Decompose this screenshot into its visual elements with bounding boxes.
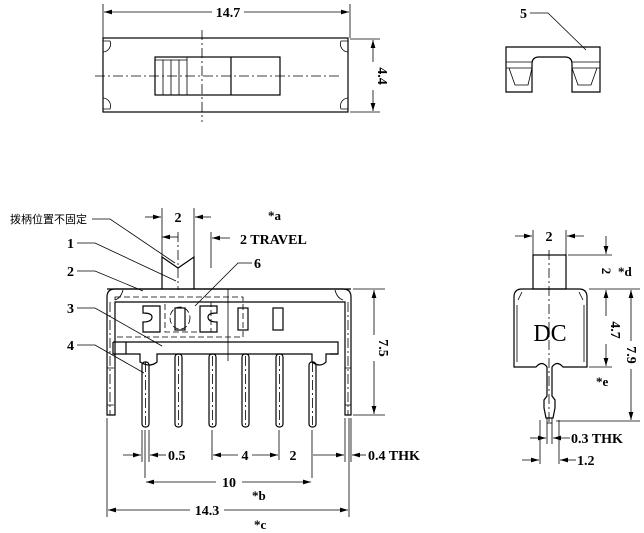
- travel-dim: 2 TRAVEL: [240, 233, 307, 248]
- side-actuator-width-dim: 2: [546, 230, 553, 245]
- side-body-outline: [513, 288, 588, 419]
- note-b: *b: [252, 488, 266, 503]
- top-height-dim: 4.4: [374, 67, 389, 85]
- callout-4: 4: [67, 339, 74, 354]
- top-width-dim: 14.7: [216, 6, 241, 21]
- pin: [208, 353, 217, 428]
- note-a: *a: [268, 208, 282, 223]
- note-e: *e: [596, 374, 609, 389]
- dim-7-9: 7.9: [623, 346, 638, 364]
- callout-6: 6: [254, 257, 261, 272]
- callout-5: 5: [520, 7, 527, 22]
- callout-3: 3: [67, 302, 74, 317]
- pins: [141, 353, 317, 428]
- top-view: 14.7 4.4: [95, 4, 389, 122]
- pitch-2-dim: 2: [290, 449, 297, 464]
- front-view: 拨柄位置不固定 2 *a 2 TRAVEL: [10, 208, 420, 532]
- side-dim-2: 2: [599, 268, 614, 275]
- pin: [174, 353, 183, 428]
- side-view: 2 2 *d DC 4.7 7.9 *e 0.3 THK 1.2: [513, 230, 640, 469]
- dim-1-2: 1.2: [577, 454, 595, 469]
- side-thk-dim: 0.3 THK: [571, 432, 623, 447]
- top-body-outline: [102, 37, 349, 113]
- thk-dim: 0.4 THK: [368, 449, 420, 464]
- dim-10: 10: [222, 476, 236, 491]
- note-c: *c: [254, 517, 267, 532]
- callout-2: 2: [67, 265, 74, 280]
- note-handle-position: 拨柄位置不固定: [10, 212, 87, 226]
- note-d: *d: [618, 264, 633, 279]
- dc-label: DC: [533, 321, 566, 347]
- pitch-4-dim: 4: [242, 449, 249, 464]
- dim-14-3: 14.3: [195, 504, 220, 519]
- dim-4-7: 4.7: [607, 321, 622, 339]
- actuator-width-dim: 2: [175, 211, 182, 226]
- pin-width-dim: 0.5: [168, 449, 186, 464]
- part5-view: 5: [505, 7, 601, 93]
- height-dim: 7.5: [375, 339, 390, 357]
- callout-1: 1: [67, 237, 74, 252]
- pin: [241, 353, 250, 428]
- pin: [275, 353, 284, 428]
